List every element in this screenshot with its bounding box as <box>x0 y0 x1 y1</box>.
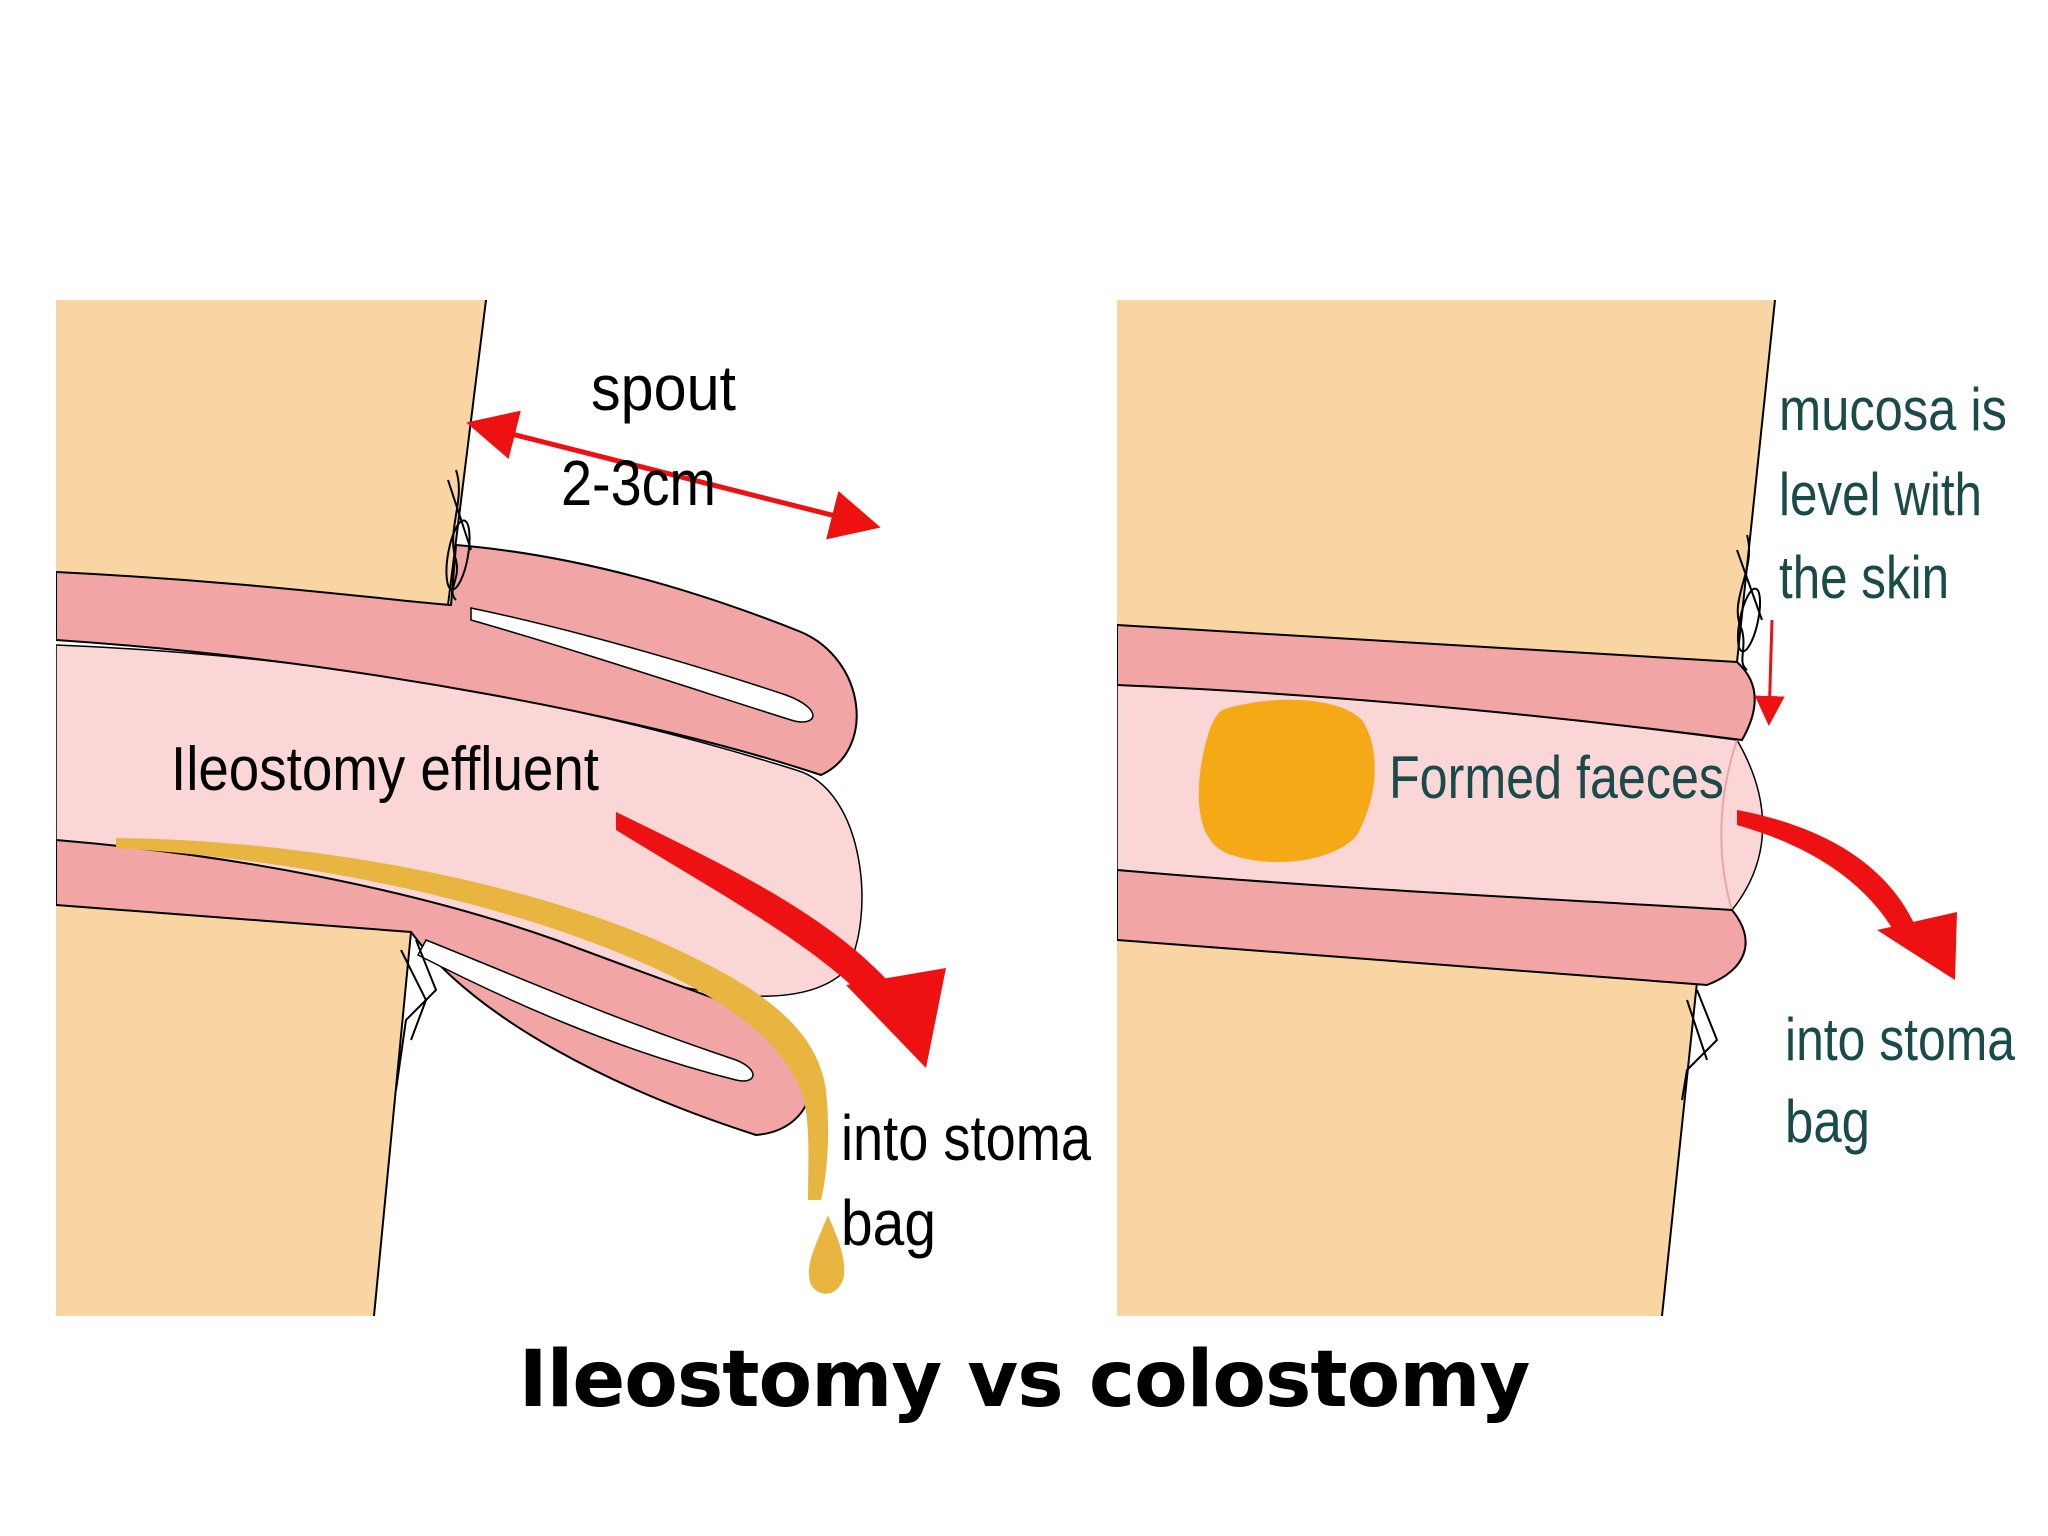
effluent-label: Ileostomy effluent <box>171 735 599 804</box>
bag-label-line2: bag <box>841 1187 936 1259</box>
ileostomy-diagram: spout 2-3cm Ileostomy effluent into stom… <box>56 300 1091 1316</box>
mucosa-pointer-arrow <box>1754 619 1785 726</box>
bag-label-line1: into stoma <box>1785 1006 2016 1073</box>
skin-lower <box>56 905 411 1316</box>
mucosa-label-line3: the skin <box>1779 544 1949 611</box>
bowel-wall-lower <box>1117 868 1747 987</box>
bag-label-line2: bag <box>1785 1088 1870 1155</box>
colostomy-diagram: mucosa is level with the skin Formed fae… <box>1117 300 2016 1316</box>
effluent-drop <box>808 1215 845 1294</box>
spout-label: spout <box>591 352 736 424</box>
faeces-blob <box>1198 699 1375 863</box>
skin-upper <box>1117 300 1775 662</box>
colostomy-panel: mucosa is level with the skin Formed fae… <box>1117 300 2048 1316</box>
suture-lower <box>395 939 438 1091</box>
flow-arrow <box>1737 810 1917 940</box>
spout-arrow <box>466 410 881 540</box>
slide-caption: Ileostomy vs colostomy <box>518 1335 1531 1425</box>
spout-length-label: 2-3cm <box>561 447 716 519</box>
suture-upper <box>1736 534 1763 671</box>
faeces-label: Formed faeces <box>1389 744 1724 811</box>
flow-arrow <box>616 812 896 1005</box>
bag-label-line1: into stoma <box>841 1102 1091 1174</box>
skin-lower <box>1117 940 1697 1316</box>
bowel-wall-upper <box>1117 623 1756 742</box>
mucosa-label-line2: level with <box>1779 461 1982 528</box>
suture-lower <box>1681 989 1719 1101</box>
mucosa-label-line1: mucosa is <box>1779 376 2007 443</box>
ileostomy-panel: spout 2-3cm Ileostomy effluent into stom… <box>56 300 1112 1316</box>
skin-upper <box>56 300 486 605</box>
bowel-wall-upper <box>56 543 858 777</box>
